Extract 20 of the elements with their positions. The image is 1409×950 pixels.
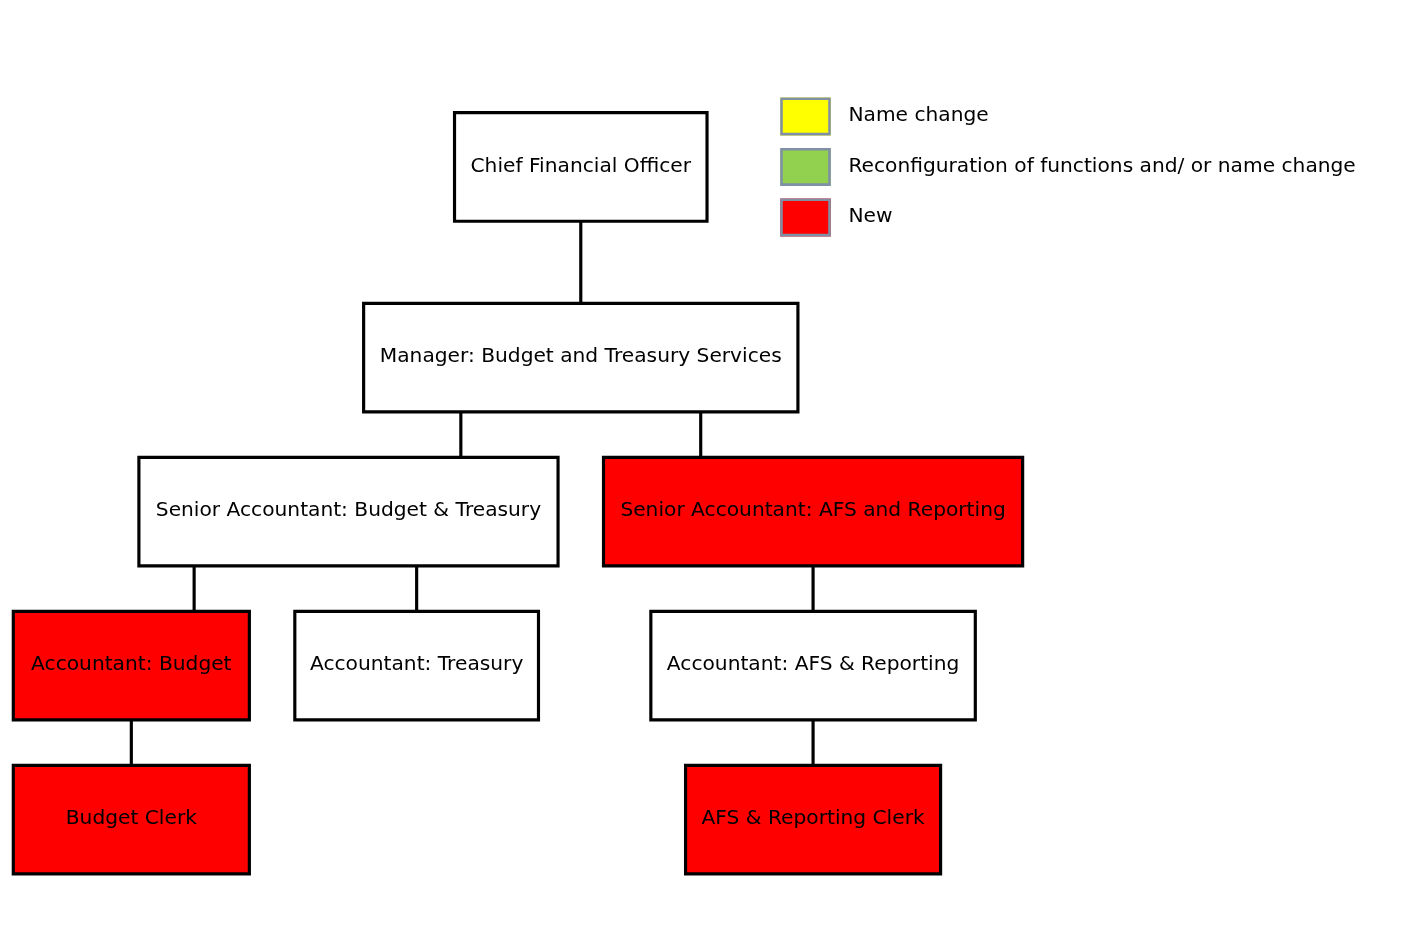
connector [579, 221, 583, 304]
node-box: AFS & Reporting Clerk [683, 763, 943, 876]
connector [459, 411, 463, 458]
connector [811, 719, 815, 766]
node-box: Senior Accountant: AFS and Reporting [601, 455, 1025, 568]
legend-label: Reconfiguration of functions and/ or name change [848, 152, 1356, 177]
node-box: Accountant: Treasury [293, 609, 541, 722]
connector [192, 565, 196, 612]
node-box: Chief Financial Officer [452, 111, 709, 223]
legend-label: Name change [848, 102, 989, 127]
legend-label: New [848, 203, 893, 228]
connector [129, 719, 133, 766]
node-box: Accountant: AFS & Reporting [649, 609, 977, 722]
node-box: Accountant: Budget [11, 609, 251, 722]
connector [415, 565, 419, 612]
node-box: Manager: Budget and Treasury Services [362, 301, 800, 414]
connector [811, 565, 815, 612]
connector [699, 411, 703, 458]
node-box: Budget Clerk [11, 763, 251, 876]
node-box: Senior Accountant: Budget & Treasury [137, 455, 560, 568]
